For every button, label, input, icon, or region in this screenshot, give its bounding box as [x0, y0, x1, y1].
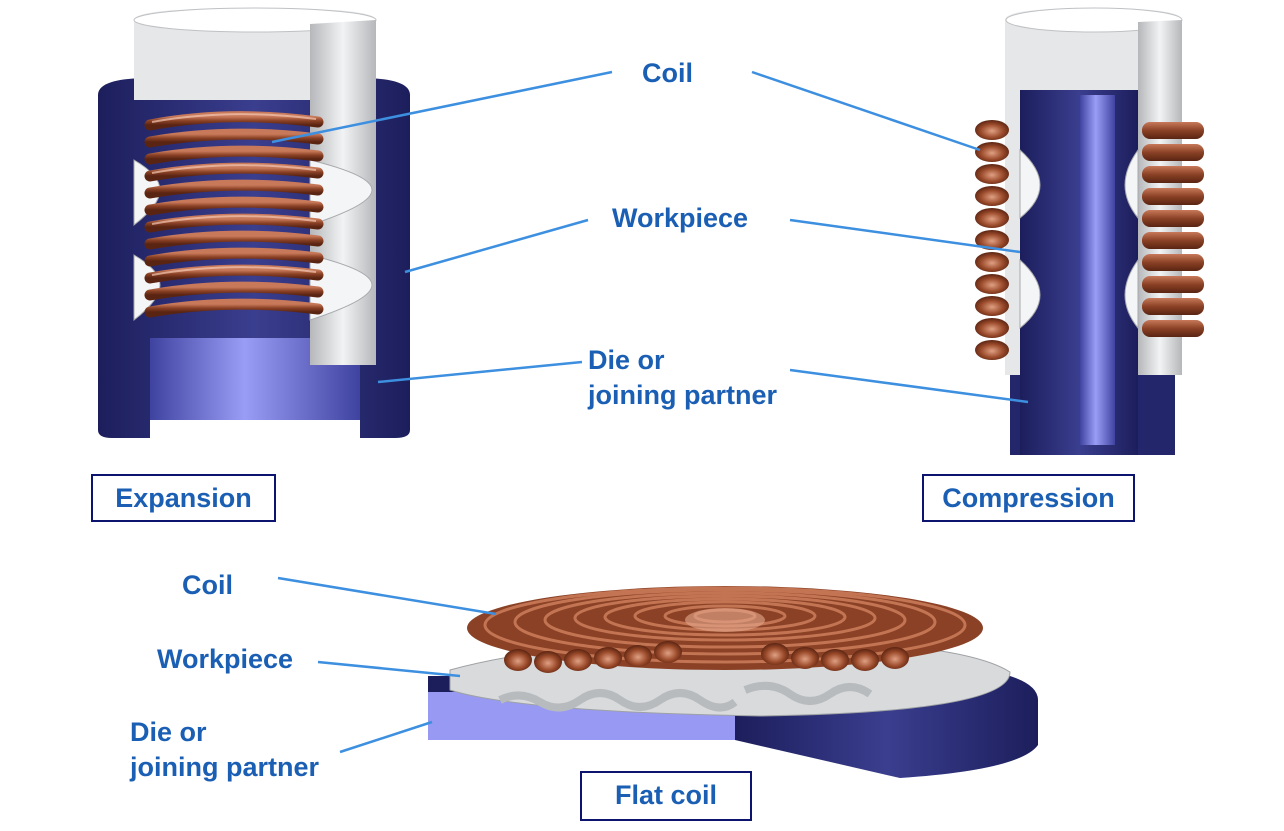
coil-label-bottom: Coil	[182, 570, 233, 600]
die-label-bottom-line2: joining partner	[130, 752, 319, 782]
workpiece-label-top: Workpiece	[612, 203, 749, 233]
caption-expansion: Expansion	[91, 474, 276, 522]
die-label-top-line1: Die or	[588, 345, 665, 375]
workpiece-label-bottom: Workpiece	[157, 644, 294, 674]
caption-flat-coil: Flat coil	[580, 771, 752, 821]
flat-coil-illustration	[428, 586, 1038, 778]
compression-illustration	[975, 7, 1204, 455]
leader-lines	[271, 70, 1029, 754]
expansion-illustration	[98, 7, 410, 438]
die-label-top-line2: joining partner	[588, 380, 777, 410]
coil-label-top: Coil	[642, 58, 693, 88]
caption-compression: Compression	[922, 474, 1135, 522]
die-label-bottom-line1: Die or	[130, 717, 207, 747]
